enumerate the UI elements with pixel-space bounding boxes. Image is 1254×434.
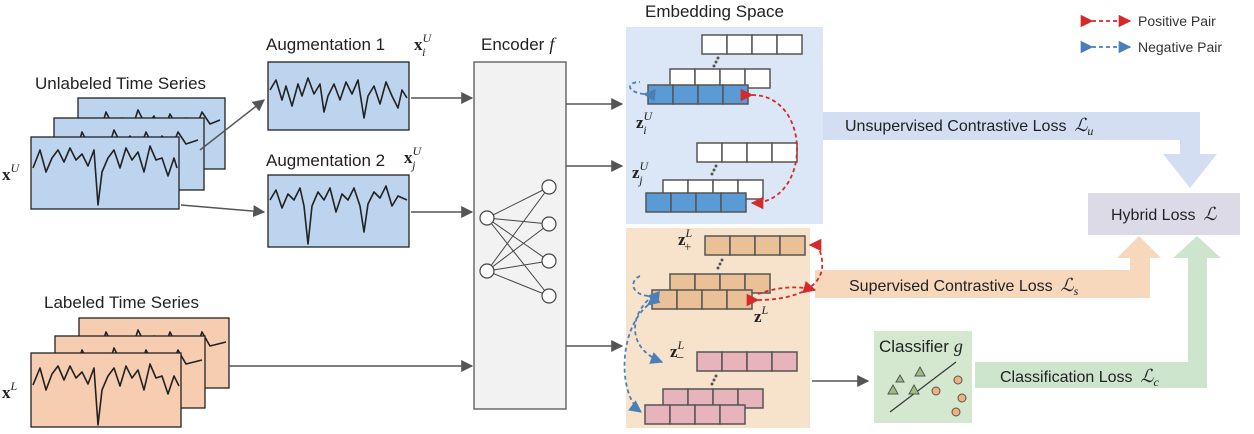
unlabeled-series-stack [30,97,226,210]
embedding-stack-negative [644,351,798,425]
zL-label: zL [754,303,769,326]
xU-label: xU [2,161,21,184]
encoder-output-node [541,253,557,269]
legend-positive-label: Positive Pair [1138,13,1216,29]
legend-negative-label: Negative Pair [1138,39,1222,55]
encoder-output-node [541,216,557,232]
encoder-input-node [479,210,495,226]
encoder-output-node [541,288,557,304]
positive-pair-arrow [746,238,823,307]
encoder-box [473,61,567,410]
xL-label: xL [2,379,18,402]
embedding-zj [645,192,672,213]
ellipsis-dots [712,56,720,68]
supervised-loss-band [815,236,1161,298]
negative-pair-arrow [629,81,656,102]
embedding-zL [651,289,678,310]
classifier-box [874,331,972,423]
ellipsis-dots [710,374,718,386]
legend: Positive Pair Negative Pair [1080,13,1222,55]
labeled-series-stack [30,317,230,428]
augmentation1-box [267,61,410,131]
classification-loss-band [975,236,1221,388]
encoder-output-arrows [566,98,624,352]
encoder-output-node [541,179,557,195]
input-arrows [180,92,474,372]
labeled-series-title: Labeled Time Series [44,293,199,312]
negative-pair-arrow [634,299,664,364]
zminus-label: zL− [670,338,685,366]
unsupervised-loss-band [812,112,1217,188]
augmentation2-title: Augmentation 2 [266,151,385,170]
ellipsis-dots [716,258,724,270]
augmentation1-title: Augmentation 1 [266,35,385,54]
negative-pair-arrow [623,292,661,413]
ellipsis-dots [710,164,718,176]
positive-pair-arrow [740,88,798,210]
embedding-space-title: Embedding Space [645,2,784,21]
encoder-input-node [479,263,495,279]
unlabeled-series-title: Unlabeled Time Series [35,74,206,93]
positive-pair-arrow [757,280,817,295]
zplus-label: zL+ [678,226,693,254]
embedding-zi [647,84,674,105]
augmentation2-box [267,174,410,248]
